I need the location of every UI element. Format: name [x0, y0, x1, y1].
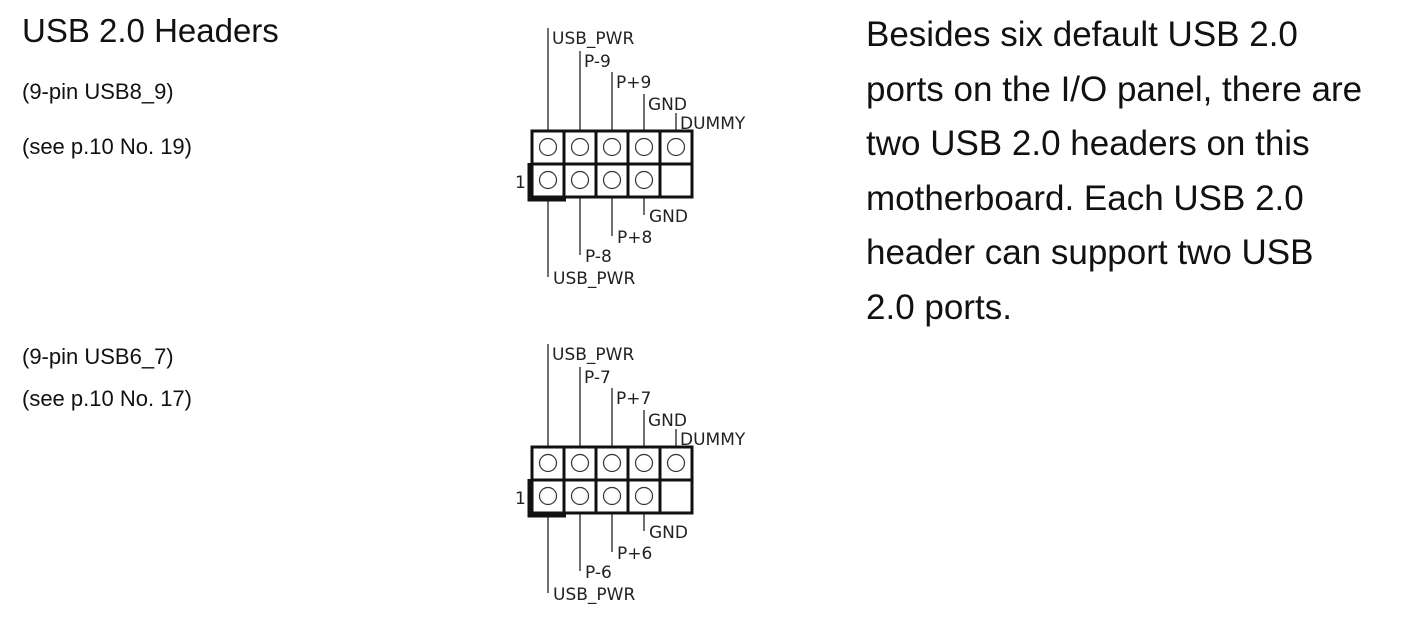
pin [602, 486, 622, 506]
pin-label: GND [649, 523, 688, 543]
pin-label: P-8 [585, 247, 612, 267]
pin [570, 170, 590, 190]
pin [634, 453, 654, 473]
description-line: header can support two USB [866, 233, 1314, 272]
pin [602, 137, 622, 157]
description-line: two USB 2.0 headers on this [866, 124, 1310, 163]
pin-label: GND [649, 207, 688, 227]
pin-label: GND [648, 95, 687, 115]
pin [570, 453, 590, 473]
pin-label: P+7 [616, 389, 651, 409]
pin [538, 453, 558, 473]
pin-label: DUMMY [680, 114, 746, 134]
pin1-label: 1 [515, 489, 526, 509]
pin-label: P+6 [617, 544, 652, 564]
pin-cell [658, 162, 694, 199]
section-title: USB 2.0 Headers [22, 12, 279, 49]
description-line: 2.0 ports. [866, 287, 1012, 327]
pin [602, 453, 622, 473]
description-line: motherboard. Each USB 2.0 [866, 178, 1304, 218]
pin [570, 137, 590, 157]
pin-label: USB_PWR [553, 585, 635, 605]
pin-label: GND [648, 411, 687, 431]
pin-label: DUMMY [680, 430, 746, 450]
header2-page-ref: (see p.10 No. 17) [22, 386, 192, 411]
pin [634, 486, 654, 506]
pin [634, 137, 654, 157]
pin1-marker [527, 479, 566, 518]
pin-label: P+8 [617, 228, 652, 248]
description: Besides six default USB 2.0 ports on the… [866, 8, 1406, 335]
header1-page-ref: (see p.10 No. 19) [22, 134, 192, 159]
pin [666, 137, 686, 157]
pin-label: USB_PWR [552, 345, 634, 365]
pin-label: USB_PWR [553, 269, 635, 289]
pin-label: USB_PWR [552, 29, 634, 49]
pin-label: P+9 [616, 73, 651, 93]
pin [538, 137, 558, 157]
description-line: Besides six default USB 2.0 [866, 15, 1298, 54]
header1-pin-label: (9-pin USB8_9) [22, 79, 174, 104]
pin [538, 486, 558, 506]
pin-label: P-6 [585, 563, 612, 583]
pin [634, 170, 654, 190]
description-line: ports on the I/O panel, there are [866, 69, 1363, 109]
pin1-label: 1 [515, 173, 526, 193]
pin [538, 170, 558, 190]
pin [666, 453, 686, 473]
pin [602, 170, 622, 190]
header2-pin-label: (9-pin USB6_7) [22, 344, 174, 369]
pin1-marker [527, 163, 566, 202]
pin-label: P-7 [584, 368, 611, 388]
pin-label: P-9 [584, 52, 611, 72]
pin-cell [658, 478, 694, 515]
pin [570, 486, 590, 506]
